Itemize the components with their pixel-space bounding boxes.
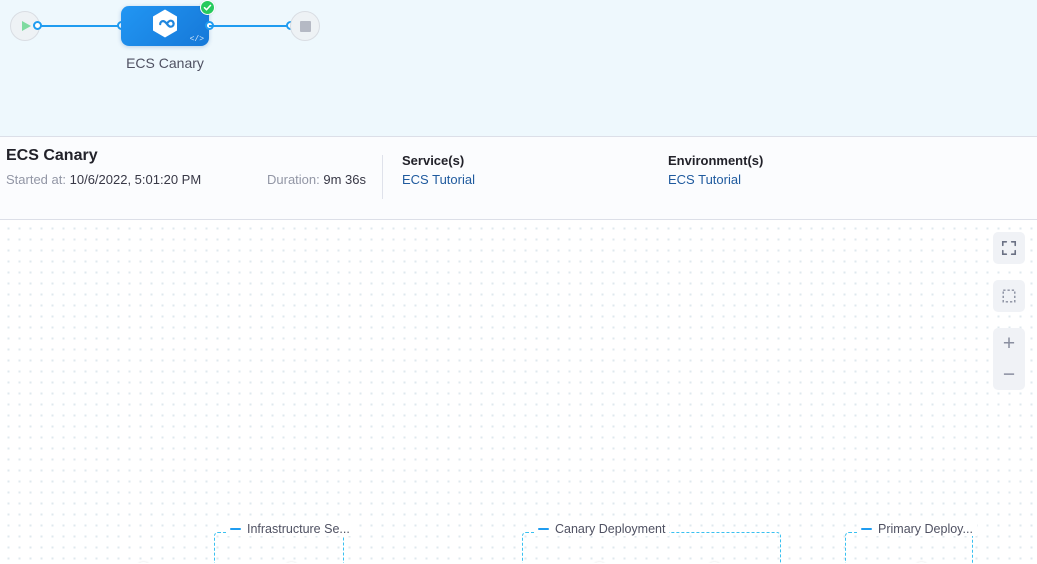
services-column: Service(s) ECS Tutorial: [402, 153, 475, 187]
collapse-dash-icon[interactable]: [230, 528, 241, 530]
service-link[interactable]: ECS Tutorial: [402, 172, 475, 187]
duration-label: Duration: [267, 172, 316, 187]
zoom-out-button[interactable]: −: [993, 359, 1025, 390]
started-at-value: 10/6/2022, 5:01:20 PM: [70, 172, 202, 187]
duration-row: Duration: 9m 36s: [267, 172, 366, 187]
pipeline-end-node[interactable]: [290, 11, 320, 41]
environments-heading: Environment(s): [668, 153, 763, 168]
execution-graph-canvas[interactable]: Infrastructure Se... Canary Deployment P…: [0, 220, 1037, 563]
environment-link[interactable]: ECS Tutorial: [668, 172, 763, 187]
pipeline-node-label: ECS Canary: [80, 55, 250, 71]
pipeline-overview-strip: </> ECS Canary: [0, 0, 1037, 136]
stop-square-icon: [300, 21, 311, 32]
group-canary-deployment[interactable]: Canary Deployment: [522, 532, 781, 563]
pipeline-node-ecs-canary[interactable]: </>: [121, 6, 209, 46]
services-heading: Service(s): [402, 153, 475, 168]
group-label-canary-deployment: Canary Deployment: [534, 522, 669, 536]
connector-pipeline-to-end: [209, 25, 297, 27]
page-title: ECS Canary: [6, 147, 98, 165]
connector-start-to-pipeline: [36, 25, 126, 27]
harness-hexagon-icon: [148, 7, 182, 46]
status-badge-success: [200, 0, 215, 15]
code-tag-icon: </>: [190, 35, 204, 44]
marquee-select-icon: [993, 281, 1025, 312]
group-primary-deployment[interactable]: Primary Deploy...: [845, 532, 973, 563]
port-start-out[interactable]: [33, 21, 42, 30]
group-label-primary-deployment: Primary Deploy...: [857, 522, 977, 536]
marquee-select-button[interactable]: [993, 280, 1025, 312]
play-icon: [22, 21, 31, 31]
fit-to-screen-button[interactable]: [993, 232, 1025, 264]
group-label-infrastructure: Infrastructure Se...: [226, 522, 354, 536]
environments-column: Environment(s) ECS Tutorial: [668, 153, 763, 187]
fit-screen-icon: [993, 233, 1025, 264]
status-badge-success: [136, 562, 151, 563]
execution-info-bar: ECS Canary Started at: 10/6/2022, 5:01:2…: [0, 136, 1037, 220]
zoom-controls[interactable]: + −: [993, 328, 1025, 390]
duration-value: 9m 36s: [323, 172, 366, 187]
group-infrastructure-section[interactable]: Infrastructure Se...: [214, 532, 344, 563]
started-at-label: Started at: [6, 172, 62, 187]
started-at-row: Started at: 10/6/2022, 5:01:20 PM: [6, 172, 201, 187]
collapse-dash-icon[interactable]: [538, 528, 549, 530]
collapse-dash-icon[interactable]: [861, 528, 872, 530]
info-divider: [382, 155, 383, 199]
zoom-in-button[interactable]: +: [993, 328, 1025, 359]
